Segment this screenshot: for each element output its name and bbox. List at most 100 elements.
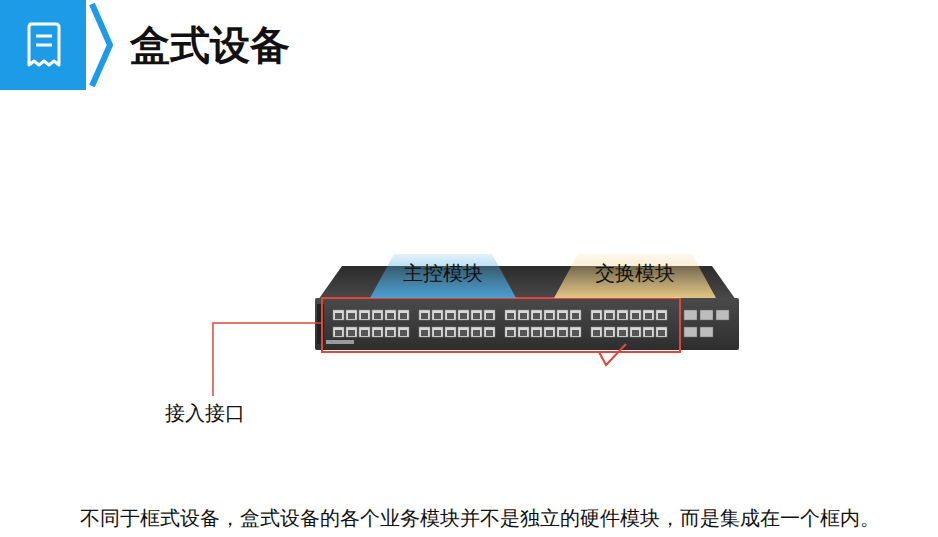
port-socket <box>520 330 527 336</box>
port-socket <box>546 330 553 336</box>
rj45-port <box>630 310 641 320</box>
rj45-port <box>518 310 529 320</box>
module-highlight: 交换模块 <box>554 254 716 298</box>
port-socket <box>632 330 639 336</box>
port-socket <box>473 330 480 336</box>
port-socket <box>348 330 355 336</box>
rj45-port <box>419 310 430 320</box>
sfp-port <box>700 327 713 337</box>
port-socket <box>361 330 368 336</box>
port-socket <box>486 313 493 319</box>
port-socket <box>658 313 665 319</box>
rj45-port <box>333 310 344 320</box>
rj45-port <box>656 327 667 337</box>
trapezoid-fill <box>370 254 516 298</box>
rj45-port <box>570 310 581 320</box>
module-name: 交换模块 <box>554 254 716 287</box>
port-socket <box>361 313 368 319</box>
port-socket <box>434 330 441 336</box>
rj45-port <box>630 327 641 337</box>
rj45-port <box>419 327 430 337</box>
port-socket <box>348 313 355 319</box>
port-socket <box>434 313 441 319</box>
port-socket <box>593 313 600 319</box>
icon-line <box>36 35 52 38</box>
port-socket <box>619 313 626 319</box>
rj45-port <box>484 310 495 320</box>
caption: 不同于框式设备，盒式设备的各个业务模块并不是独立的硬件模块，而是集成在一个框内。 <box>80 505 880 532</box>
port-socket <box>421 330 428 336</box>
model-plate <box>326 340 354 344</box>
rj45-port <box>643 327 654 337</box>
rj45-port <box>346 310 357 320</box>
rj45-port <box>445 327 456 337</box>
rj45-port <box>372 327 383 337</box>
rj45-port <box>505 327 516 337</box>
rj45-port <box>557 310 568 320</box>
port-socket <box>507 330 514 336</box>
rj45-port <box>398 310 409 320</box>
page-title: 盒式设备 <box>130 18 290 73</box>
rj45-port <box>359 310 370 320</box>
sfp-port <box>684 327 697 337</box>
rj45-port <box>591 327 602 337</box>
port-socket <box>658 330 665 336</box>
rj45-port <box>531 327 542 337</box>
port-socket <box>421 313 428 319</box>
port-socket <box>387 330 394 336</box>
port-socket <box>559 313 566 319</box>
port-socket <box>593 330 600 336</box>
rj45-port <box>531 310 542 320</box>
rj45-port <box>505 310 516 320</box>
port-socket <box>486 330 493 336</box>
rj45-port <box>656 310 667 320</box>
rj45-port <box>458 327 469 337</box>
leader-line <box>213 323 322 396</box>
port-socket <box>374 330 381 336</box>
icon-line <box>36 44 52 47</box>
rj45-port <box>359 327 370 337</box>
port-socket <box>460 330 467 336</box>
rj45-port <box>445 310 456 320</box>
port-socket <box>606 330 613 336</box>
rj45-port <box>385 327 396 337</box>
port-socket <box>400 330 407 336</box>
rj45-port <box>604 327 615 337</box>
sfp-port <box>700 310 713 320</box>
header-badge <box>0 0 86 90</box>
header-chevron <box>92 4 110 86</box>
rj45-port <box>432 327 443 337</box>
port-socket <box>520 313 527 319</box>
port-socket <box>533 330 540 336</box>
port-socket <box>335 330 342 336</box>
sfp-port <box>684 310 697 320</box>
port-socket <box>374 313 381 319</box>
rj45-port <box>385 310 396 320</box>
port-socket <box>460 313 467 319</box>
port-socket <box>387 313 394 319</box>
rj45-port <box>333 327 344 337</box>
rj45-port <box>432 310 443 320</box>
rj45-port <box>346 327 357 337</box>
port-socket <box>447 313 454 319</box>
rj45-port <box>471 310 482 320</box>
rj45-port <box>570 327 581 337</box>
trapezoid-fill <box>554 254 716 298</box>
port-socket <box>572 330 579 336</box>
port-socket <box>546 313 553 319</box>
port-socket <box>507 313 514 319</box>
rj45-port <box>557 327 568 337</box>
port-socket <box>645 313 652 319</box>
port-socket <box>473 313 480 319</box>
callout-label: 接入接口 <box>165 400 245 427</box>
rj45-port <box>604 310 615 320</box>
rj45-port <box>617 310 628 320</box>
rj45-port <box>617 327 628 337</box>
port-socket <box>606 313 613 319</box>
rj45-port <box>518 327 529 337</box>
port-socket <box>632 313 639 319</box>
port-socket <box>572 313 579 319</box>
rj45-port <box>372 310 383 320</box>
port-socket <box>447 330 454 336</box>
rj45-port <box>471 327 482 337</box>
